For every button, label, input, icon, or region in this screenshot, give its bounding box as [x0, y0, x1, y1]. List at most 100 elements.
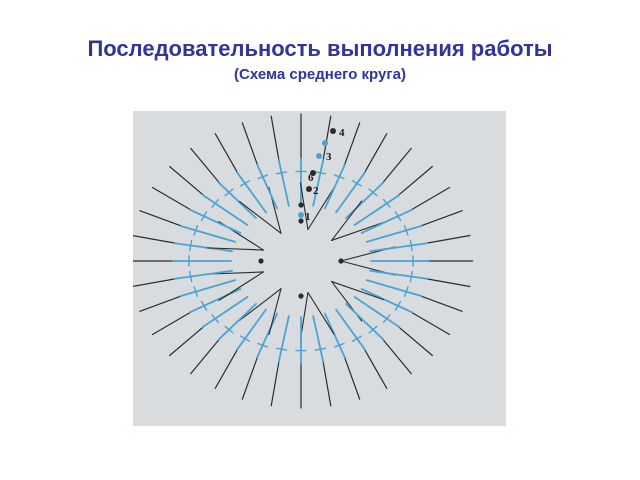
blue-stitch-tick [193, 286, 199, 298]
outer-stitch [417, 294, 463, 312]
blue-stitch [189, 208, 242, 234]
row-start-marker [316, 153, 322, 159]
row-start-marker [330, 128, 336, 134]
outer-stitch [190, 147, 222, 185]
blue-stitch [202, 296, 249, 328]
blue-stitch [360, 208, 413, 234]
outer-stitch [362, 133, 388, 175]
blue-stitch [189, 288, 242, 314]
outer-stitch [270, 358, 280, 407]
row-start-marker [298, 212, 304, 218]
outer-stitch [362, 347, 388, 389]
outer-stitch [169, 324, 206, 357]
row-label-1: 1 [305, 211, 311, 223]
chain-stitch [218, 271, 264, 301]
chain-stitch [307, 187, 335, 231]
slide-title: Последовательность выполнения работы [87, 36, 553, 61]
blue-stitch-tick [211, 314, 220, 324]
row-label-6: 6 [308, 172, 314, 184]
row-label-3: 3 [326, 151, 332, 163]
outer-stitch [133, 235, 179, 245]
blue-stitch [217, 302, 257, 341]
outer-stitch [133, 277, 179, 287]
blue-stitch [335, 308, 366, 351]
outer-stitch [322, 358, 332, 407]
blue-stitch [256, 312, 278, 359]
blue-stitch-tick [409, 239, 413, 252]
blue-stitch [179, 279, 237, 297]
outer-stitch [380, 147, 412, 185]
chain-stitch [268, 288, 282, 335]
blue-stitch-tick [409, 270, 413, 283]
center-dot [298, 202, 304, 208]
blue-stitch-tick [333, 342, 345, 348]
blue-stitch [369, 269, 428, 280]
outer-stitch [169, 165, 206, 198]
blue-stitch [236, 308, 267, 351]
outer-stitch [408, 186, 451, 212]
outer-stitch [214, 133, 240, 175]
row-start-marker [306, 186, 312, 192]
outer-stitch [343, 122, 361, 168]
blue-stitch-tick [224, 188, 234, 197]
blue-stitch [174, 242, 233, 253]
outer-stitch [396, 165, 433, 198]
blue-stitch-tick [351, 180, 363, 187]
blue-stitch-tick [275, 171, 288, 175]
blue-stitch [324, 163, 346, 210]
chain-stitch [238, 288, 282, 322]
blue-stitch [277, 315, 290, 363]
outer-stitch [380, 337, 412, 375]
blue-stitch-tick [200, 211, 208, 222]
blue-stitch [174, 269, 233, 280]
blue-stitch [353, 194, 400, 226]
blue-stitch [202, 194, 249, 226]
center-dot [298, 218, 304, 224]
blue-stitch-tick [211, 198, 220, 208]
crochet-diagram-svg: 4 3 6 2 1 [133, 113, 474, 409]
blue-stitch [324, 312, 346, 359]
blue-stitch-tick [224, 325, 234, 334]
row-label-4: 4 [339, 127, 345, 139]
outer-stitch [190, 337, 222, 375]
outer-stitch [423, 234, 471, 245]
row-start-marker [310, 170, 316, 176]
outer-stitch [241, 122, 259, 168]
blue-stitch [353, 296, 400, 328]
chain-stitch [307, 291, 335, 335]
blue-stitch [345, 181, 385, 220]
outer-stitch [322, 115, 332, 164]
row-label-2: 2 [313, 185, 319, 197]
chain-stitch [331, 200, 363, 241]
blue-stitch-tick [403, 286, 409, 298]
blue-stitch-tick [257, 342, 269, 348]
blue-stitch-tick [200, 300, 208, 311]
slide-subtitle: (Схема среднего круга) [234, 66, 406, 83]
blue-stitch-tick [193, 224, 199, 236]
blue-stitch [360, 288, 413, 314]
blue-stitch-tick [314, 347, 327, 351]
blue-stitch [335, 171, 366, 214]
blue-stitch-tick [239, 180, 251, 187]
outer-stitch [151, 186, 194, 212]
blue-stitch-tick [333, 174, 345, 180]
blue-stitch-tick [257, 174, 269, 180]
crochet-diagram: 4 3 6 2 1 [133, 111, 506, 426]
blue-stitch-tick [314, 171, 327, 175]
blue-stitch [369, 242, 428, 253]
blue-stitch [256, 163, 278, 210]
chain-stitch [206, 247, 264, 251]
outer-stitch [396, 324, 433, 357]
blue-stitch-tick [394, 211, 402, 222]
blue-stitch-tick [394, 300, 402, 311]
chain-stitch [299, 182, 309, 231]
row-start-marker [322, 140, 328, 146]
blue-stitch [365, 279, 423, 297]
center-dot [338, 258, 344, 264]
blue-stitch-tick [189, 239, 193, 252]
blue-stitch-tick [382, 314, 391, 324]
blue-stitch [179, 225, 237, 243]
blue-stitch [217, 181, 257, 220]
outer-stitch [270, 115, 280, 164]
outer-stitch [408, 310, 451, 336]
